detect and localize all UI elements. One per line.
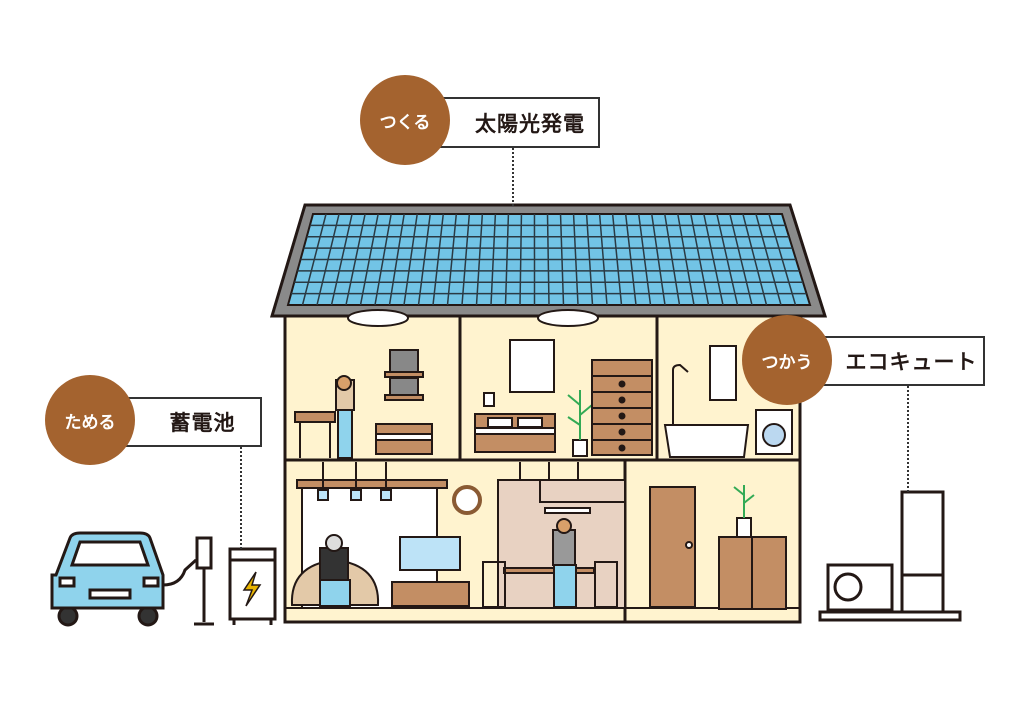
panel-line: [388, 213, 405, 306]
bathroom: [663, 345, 793, 458]
drawer-knob: [618, 380, 626, 388]
television: [399, 536, 461, 571]
solar-panel-grid: [291, 213, 807, 306]
panel-line: [519, 213, 523, 306]
panel-line: [664, 213, 681, 306]
storage-battery-label: 蓄電池: [125, 397, 262, 447]
panel-line: [624, 213, 637, 306]
ceiling-light: [537, 309, 599, 327]
connector-line: [907, 386, 909, 492]
panel-line: [768, 213, 797, 306]
panel-line: [546, 213, 550, 306]
roof: [269, 203, 828, 318]
panel-line: [755, 213, 782, 306]
drawer-knob: [618, 412, 626, 420]
kitchen: [482, 479, 626, 609]
panel-line: [301, 213, 327, 306]
panel-line: [417, 213, 431, 306]
pendant-lamp: [350, 489, 362, 501]
panel-line: [677, 213, 695, 306]
panel-line: [690, 213, 710, 306]
hot-water-tank: [900, 490, 945, 614]
picture-frame: [509, 339, 555, 393]
create-badge: つくる: [360, 75, 450, 165]
dining-table: [503, 567, 595, 574]
panel-line: [461, 213, 471, 306]
panel-line: [475, 213, 484, 306]
connector-line: [512, 148, 514, 206]
store-badge: ためる: [45, 375, 135, 465]
cabinets: [539, 479, 626, 503]
panel-line: [637, 213, 652, 306]
wall-clock: [452, 485, 482, 515]
panel-line: [490, 213, 497, 306]
connector-line: [240, 447, 242, 549]
drawer-knob: [618, 428, 626, 436]
person-on-sofa: [319, 547, 349, 581]
eco-cute-label: エコキュート: [820, 336, 985, 386]
panel-line: [432, 213, 445, 306]
panel-line: [374, 213, 392, 306]
panel-line: [650, 213, 666, 306]
panel-line: [572, 213, 579, 306]
drawer-knob: [618, 444, 626, 452]
panel-line: [359, 213, 379, 306]
panel-line: [345, 213, 366, 306]
panel-line: [729, 213, 753, 306]
use-badge: つかう: [742, 315, 832, 405]
panel-line: [559, 213, 565, 306]
panel-line: [330, 213, 353, 306]
chair: [482, 561, 506, 608]
plant-pot: [572, 439, 588, 457]
panel-line: [611, 213, 623, 306]
ceiling-light: [347, 309, 409, 327]
window: [709, 345, 737, 401]
tv-stand: [391, 581, 470, 607]
chair: [594, 561, 618, 608]
panel-line: [316, 213, 340, 306]
lamp: [483, 392, 495, 407]
panel-line: [585, 213, 594, 306]
panel-line: [742, 213, 768, 306]
bathtub: [663, 424, 750, 458]
hallway: [649, 485, 787, 610]
study-room: [294, 349, 433, 459]
lightning-icon: [242, 571, 262, 607]
pendant-lamp: [380, 489, 392, 501]
living-room: [290, 462, 584, 609]
panel-line: [446, 213, 458, 306]
range-hood: [544, 507, 591, 514]
solar-power-label: 太陽光発電: [440, 97, 600, 148]
panel-line: [504, 213, 510, 306]
door: [649, 486, 696, 608]
bedroom: [474, 339, 653, 457]
eco-cute-unit: [818, 490, 962, 622]
plant-pot: [736, 517, 752, 538]
drawer-knob: [618, 396, 626, 404]
electric-car: [50, 531, 198, 627]
panel-line: [403, 213, 418, 306]
panel-line: [598, 213, 608, 306]
storage-battery: [228, 547, 277, 625]
ev-charger: [194, 536, 214, 626]
pendant-lamp: [317, 489, 329, 501]
person-cooking: [552, 529, 576, 566]
panel-line: [716, 213, 739, 306]
panel-line: [703, 213, 724, 306]
